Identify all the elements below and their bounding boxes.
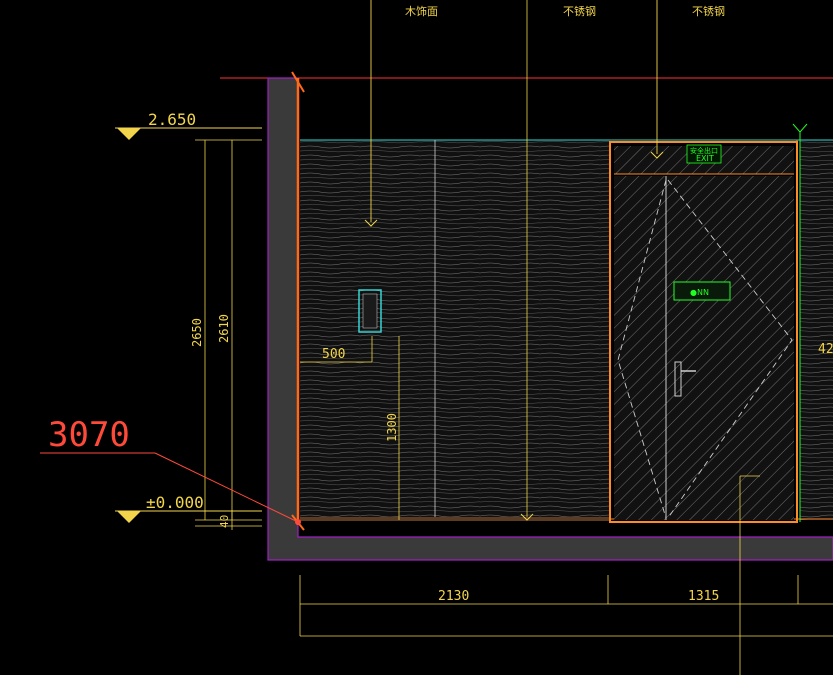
callout-arrow-1	[364, 219, 378, 227]
section-mark-point	[295, 519, 301, 525]
dim-v-base: 40	[218, 515, 231, 528]
right-axis-mark	[792, 123, 808, 140]
dim-bottom-right: 1315	[688, 589, 719, 604]
level-zero-label: ±0.000	[146, 493, 204, 512]
level-marker-top	[115, 127, 262, 140]
dim-h-panel: 500	[322, 347, 345, 362]
section-mark-leader	[40, 452, 299, 523]
fire-door[interactable]	[609, 141, 798, 523]
section-mark-label: 3070	[48, 415, 130, 455]
callout-label-wood: 木饰面	[405, 4, 438, 18]
callout-arrow-2	[650, 151, 664, 159]
callout-arrow-3	[520, 513, 534, 521]
level-top-label: 2.650	[148, 110, 196, 129]
wall-switch-inner	[362, 293, 378, 329]
door-sign	[673, 281, 731, 301]
wood-panel-wall-right	[800, 140, 833, 520]
exit-sign-cn: 安全出口	[690, 146, 718, 155]
door-sign-label: ●NN	[690, 288, 709, 297]
break-mark	[291, 71, 305, 93]
skirting-band	[300, 517, 610, 521]
dim-v-inner: 2610	[217, 314, 231, 343]
bottom-dimensions	[299, 575, 833, 637]
dim-v-panel: 1300	[385, 413, 399, 442]
callout-label-steel-1: 不锈钢	[563, 5, 596, 18]
door-handle-icon[interactable]	[674, 361, 696, 397]
callout-label-steel-2: 不锈钢	[692, 5, 725, 18]
door-swing-right	[667, 179, 793, 519]
exit-sign-box	[686, 144, 722, 164]
dim-bottom-left: 2130	[438, 589, 469, 604]
vertical-dimensions	[195, 139, 760, 675]
wall-switch-panel[interactable]	[358, 289, 382, 333]
dim-right-partial: 42	[818, 342, 833, 357]
dim-v-outer: 2650	[190, 318, 204, 347]
exit-sign-en: EXIT	[696, 154, 714, 163]
door-swing-left	[617, 179, 667, 519]
level-marker-zero	[115, 510, 262, 523]
wood-panel-wall	[300, 140, 610, 520]
